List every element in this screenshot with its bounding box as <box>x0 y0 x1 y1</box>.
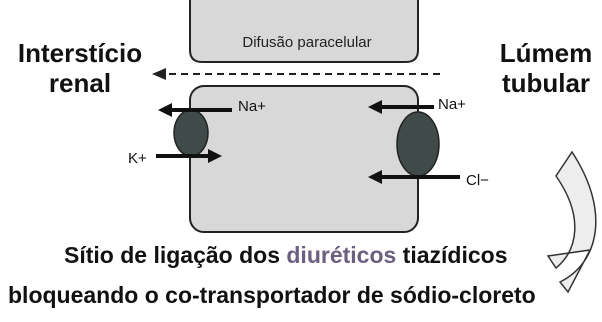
interstitium-line-2: renal <box>48 68 112 98</box>
lumen-label: Lúmem tubular <box>494 38 598 98</box>
k-label: K+ <box>128 150 147 167</box>
na-right-label: Na+ <box>438 96 466 113</box>
paracellular-label: Difusão paracelular <box>242 34 372 51</box>
lumen-line-2: tubular <box>501 68 591 98</box>
cl-label: Cl− <box>466 172 489 189</box>
paracellular-channel <box>189 0 419 63</box>
caption-line-1-post: tiazídicos <box>396 242 508 268</box>
interstitium-label: Interstício renal <box>6 38 154 98</box>
curved-pointer-arrow <box>546 150 597 294</box>
interstitium-line-1: Interstício <box>17 38 143 68</box>
na-left-label: Na+ <box>238 98 266 115</box>
cl-influx-arrowhead <box>368 170 382 184</box>
caption-line-1: Sítio de ligação dos diuréticos tiazídic… <box>64 242 508 269</box>
caption-line-2: bloqueando o co-transportador de sódio-c… <box>8 282 536 308</box>
caption-line-1-pre: Sítio de ligação dos <box>64 242 287 268</box>
na-influx-arrowhead <box>368 100 382 114</box>
k-influx-arrowhead <box>208 149 222 163</box>
na-efflux-arrowhead <box>158 103 172 117</box>
na-cl-cotransporter <box>396 111 440 177</box>
paracellular-arrowhead <box>152 68 166 80</box>
na-k-pump <box>173 109 209 157</box>
lumen-line-1: Lúmem <box>499 38 593 68</box>
caption-diuretics: diuréticos <box>286 242 397 268</box>
